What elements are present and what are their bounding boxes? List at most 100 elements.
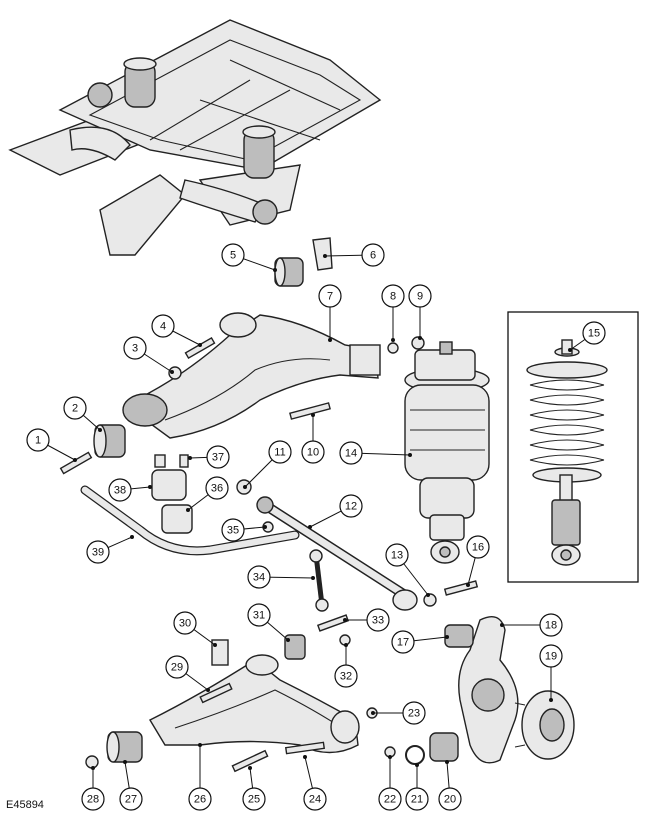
callout-circle	[63, 396, 87, 420]
callout-number: 16	[472, 542, 484, 554]
leader-dot-17	[445, 635, 449, 639]
callout-26: 26	[188, 787, 212, 811]
callout-number: 2	[72, 403, 78, 415]
callout-circle	[86, 540, 110, 564]
callout-circle	[108, 478, 132, 502]
leader-dot-5	[273, 268, 277, 272]
coil-spring-inset-frame	[507, 311, 639, 583]
callout-circle	[318, 284, 342, 308]
leader-dot-2	[98, 428, 102, 432]
leader-dot-35	[263, 525, 267, 529]
coil-spring-strut-part-15	[526, 339, 608, 566]
callout-number: 29	[171, 662, 183, 674]
callout-16: 16	[466, 535, 490, 559]
callout-number: 11	[274, 447, 285, 459]
callout-circle	[247, 565, 271, 589]
leader-dot-25	[248, 766, 252, 770]
callout-5: 5	[221, 243, 245, 267]
leader-dot-19	[549, 698, 553, 702]
leader-dot-6	[323, 254, 327, 258]
callout-number: 21	[411, 794, 423, 806]
callout-number: 20	[444, 794, 456, 806]
callout-number: 14	[345, 448, 357, 460]
callout-circle	[539, 644, 563, 668]
callout-circle	[119, 787, 143, 811]
callout-circle	[334, 664, 358, 688]
callout-number: 17	[397, 637, 409, 649]
leader-dot-14	[408, 453, 412, 457]
callout-circle	[402, 701, 426, 725]
callout-number: 35	[227, 525, 239, 537]
callout-27: 27	[119, 787, 143, 811]
callout-number: 30	[179, 618, 191, 630]
callout-22: 22	[378, 787, 402, 811]
callout-circle	[221, 243, 245, 267]
upper-control-arm-part-7	[122, 312, 381, 439]
callout-number: 36	[211, 483, 223, 495]
callout-19: 19	[539, 644, 563, 668]
callout-circle	[391, 630, 415, 654]
callout-number: 4	[160, 321, 166, 333]
leader-dot-1	[73, 458, 77, 462]
air-spring-part-14	[404, 341, 490, 564]
callout-18: 18	[539, 613, 563, 637]
callout-9: 9	[408, 284, 432, 308]
hub-part-19	[514, 690, 575, 760]
callout-circle	[303, 787, 327, 811]
callout-12: 12	[339, 494, 363, 518]
callout-circle	[81, 787, 105, 811]
callout-circle	[165, 655, 189, 679]
callout-circle	[366, 608, 390, 632]
leader-dot-34	[311, 576, 315, 580]
leader-dot-29	[206, 688, 210, 692]
callout-circle	[205, 476, 229, 500]
callout-25: 25	[242, 787, 266, 811]
callout-circle	[582, 321, 606, 345]
callout-number: 5	[230, 250, 236, 262]
leader-dot-26	[198, 743, 202, 747]
callout-number: 1	[35, 435, 41, 447]
leader-dot-21	[415, 763, 419, 767]
leader-dot-13	[426, 593, 430, 597]
leader-dot-15	[568, 348, 572, 352]
callout-circle	[385, 543, 409, 567]
callout-number: 32	[340, 671, 352, 683]
callout-17: 17	[391, 630, 415, 654]
callout-number: 13	[391, 550, 403, 562]
leader-dot-32	[344, 643, 348, 647]
callout-37: 37	[206, 445, 230, 469]
callout-number: 12	[345, 501, 357, 513]
leader-dot-30	[213, 643, 217, 647]
stabiliser-bar-part-39	[80, 454, 300, 556]
callout-32: 32	[334, 664, 358, 688]
callout-number: 25	[248, 794, 260, 806]
leader-dot-11	[243, 485, 247, 489]
callout-circle	[339, 441, 363, 465]
callout-29: 29	[165, 655, 189, 679]
leader-dot-37	[188, 456, 192, 460]
callout-1: 1	[26, 428, 50, 452]
callout-6: 6	[361, 243, 385, 267]
callout-number: 22	[384, 794, 396, 806]
callout-number: 19	[545, 651, 557, 663]
callout-13: 13	[385, 543, 409, 567]
callout-number: 38	[114, 485, 126, 497]
leader-dot-22	[388, 755, 392, 759]
leader-dot-12	[308, 525, 312, 529]
callout-11: 11	[268, 440, 292, 464]
callout-number: 9	[417, 291, 423, 303]
callout-15: 15	[582, 321, 606, 345]
callout-number: 31	[253, 610, 265, 622]
callout-3: 3	[123, 336, 147, 360]
callout-circle	[268, 440, 292, 464]
leader-dot-23	[371, 711, 375, 715]
leader-dot-36	[186, 508, 190, 512]
callout-39: 39	[86, 540, 110, 564]
drop-link-part-34	[309, 549, 329, 612]
callout-number: 6	[370, 250, 376, 262]
reference-code: E45894	[6, 799, 44, 811]
callout-number: 26	[194, 794, 206, 806]
callout-circle	[151, 314, 175, 338]
